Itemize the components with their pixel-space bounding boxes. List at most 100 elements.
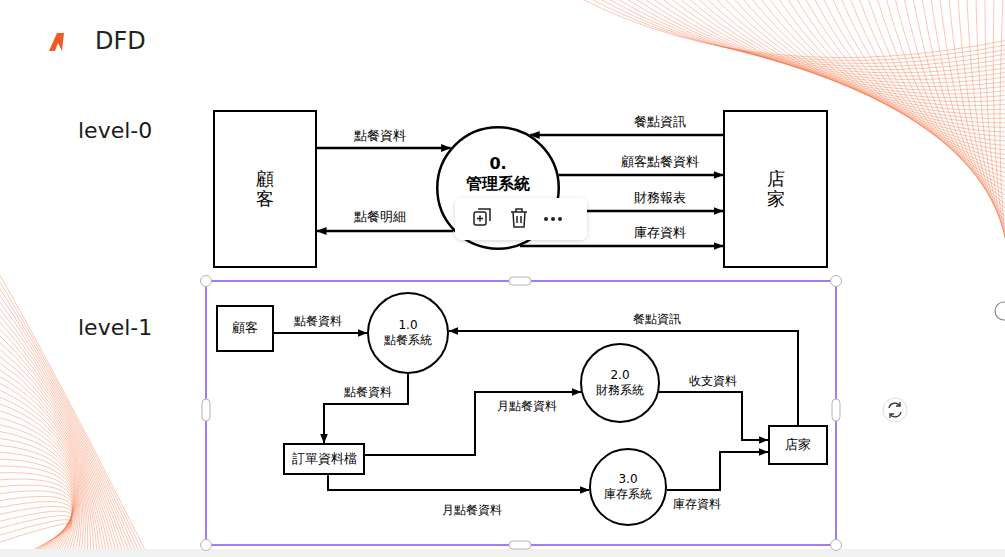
wave-line [868,0,1005,187]
process-number: 0. [489,154,506,174]
wave-line [0,485,73,557]
wave-line [661,0,1005,87]
level-label: level-1 [78,315,152,341]
wave-line [0,452,76,557]
wave-line [0,445,77,557]
data-flow [317,147,451,150]
selection-box [206,281,836,545]
data-flow [324,374,408,443]
data-flow [317,230,453,233]
data-flow [659,392,768,440]
flow-label: 財務報表 [632,190,688,206]
wave-line [0,491,73,557]
node-label: 店家 [785,437,811,453]
process-number: 1.0 [398,318,417,333]
wave-line [0,347,112,557]
wave-line [1000,0,1005,256]
flow-label: 月點餐資料 [440,503,504,517]
wave-line [985,0,1005,247]
wave-line [877,0,1005,192]
node-label: 顧客 [232,320,258,336]
wave-line [688,0,1005,98]
process-name: 財務系統 [596,383,644,398]
wave-line [0,410,83,557]
wave-line [616,0,1005,70]
process-name: 管理系統 [466,174,530,194]
wave-line [922,0,1005,215]
selection-handles [201,276,842,551]
flow-label: 點餐資料 [342,385,394,399]
node-label: 顧客 [256,169,274,209]
wave-line [859,0,1005,183]
wave-line [958,0,1005,233]
bottom-strip [0,549,1005,557]
external-entity: 顧客 [213,110,317,268]
wave-line [0,459,75,557]
wave-line [0,375,98,557]
flow-label: 點餐資料 [352,128,408,144]
flow-label: 顧客點餐資料 [619,154,701,170]
flow-label: 月點餐資料 [495,399,559,413]
process-circle: 3.0庫存系統 [589,448,667,526]
process-name: 點餐系統 [384,333,432,348]
wave-line [0,312,129,557]
wave-line [0,403,85,557]
process-circle: 1.0點餐系統 [367,292,449,374]
wave-line [679,0,1005,94]
wave-line [0,382,94,557]
wave-line [607,0,1005,67]
side-handle [995,302,1005,320]
process-number: 2.0 [610,368,629,383]
wave-line [0,466,74,557]
data-flow [449,331,798,425]
data-store: 訂單資料檔 [283,443,365,475]
circle-outline [581,344,659,422]
wave-line [0,431,79,557]
flow-label: 庫存資料 [671,497,723,511]
wave-line [0,305,133,557]
data-flow [365,392,581,455]
rotate-handle [883,398,907,422]
wave-line [913,0,1005,210]
circle-outline [590,449,666,525]
wave-line [0,368,101,557]
wave-line [814,0,1005,160]
external-entity: 顧客 [216,305,274,352]
wave-line [0,473,74,557]
slide-title: DFD [95,27,146,56]
wave-line [0,319,126,557]
wave-line [0,361,105,557]
process-name: 庫存系統 [604,487,652,502]
wave-line [0,326,122,557]
process-circle: 2.0財務系統 [580,343,660,423]
circle-outline [368,293,448,373]
wave-line [598,0,1005,63]
wave-line [0,333,119,557]
wave-line [0,502,72,557]
data-flow [520,245,723,248]
wave-line [993,0,1005,252]
wave-line [0,438,78,557]
wave-line [0,496,72,557]
wave-line [805,0,1005,155]
flow-label: 餐點資訊 [632,114,688,130]
wave-line [0,354,108,557]
wave-line [0,389,91,557]
flow-label: 餐點資訊 [631,312,683,326]
external-entity: 店家 [723,110,828,268]
wave-lines [0,270,150,557]
flow-label: 點餐明細 [352,209,408,225]
logo-mark [49,33,64,51]
data-flow [667,452,768,490]
wave-line [0,479,73,557]
flow-label: 點餐資料 [292,314,344,328]
wave-line [670,0,1005,90]
circle-outline [437,127,559,249]
node-label: 店家 [767,169,785,209]
data-flow [274,332,367,334]
wave-line [823,0,1005,164]
